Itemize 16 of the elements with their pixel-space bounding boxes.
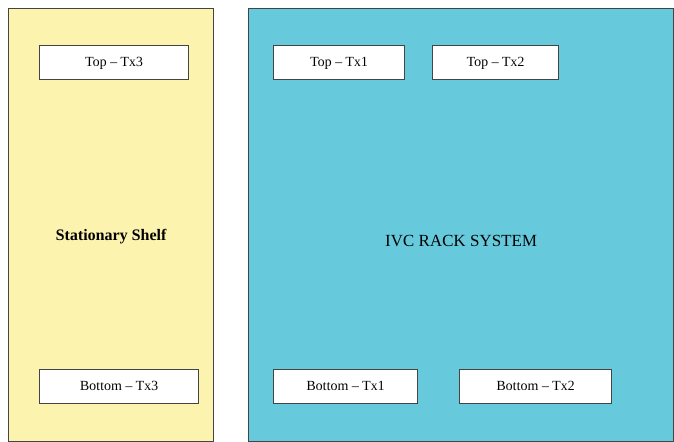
box-label: Top – Tx3 [85, 54, 143, 70]
label-box [39, 45, 189, 80]
section-panel [248, 8, 674, 442]
section-panel [8, 8, 214, 442]
panel-title: IVC RACK SYSTEM [384, 231, 538, 251]
label-box [39, 369, 199, 404]
box-label: Bottom – Tx3 [80, 378, 158, 394]
label-box [273, 369, 418, 404]
label-box [432, 45, 559, 80]
box-label: Bottom – Tx2 [496, 378, 575, 394]
box-label: Bottom – Tx1 [306, 378, 385, 394]
label-box [459, 369, 612, 404]
box-label: Top – Tx2 [466, 54, 524, 70]
box-label: Top – Tx1 [310, 54, 368, 70]
label-box [273, 45, 405, 80]
panel-title: Stationary Shelf [54, 227, 168, 245]
